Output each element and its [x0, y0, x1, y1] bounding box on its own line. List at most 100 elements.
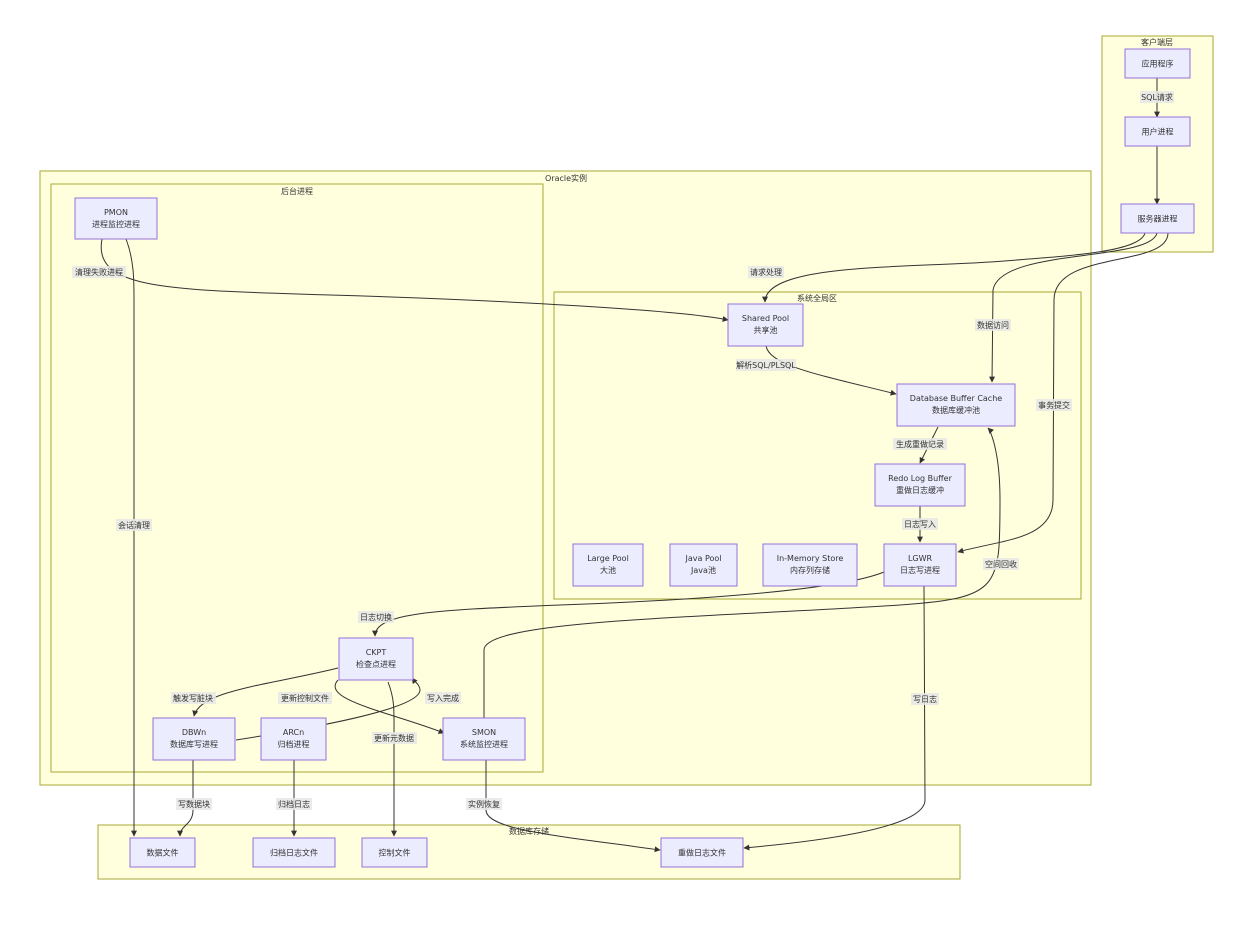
node-archive-log-file[interactable]: 归档日志文件 [252, 837, 336, 868]
edge-lgwr-redofile [743, 585, 926, 851]
label-text: 大池 [600, 565, 616, 575]
node-app[interactable]: 应用程序 [1124, 48, 1191, 79]
edge-label-write-block: 写数据块 [176, 798, 212, 810]
label-text: 日志写进程 [900, 565, 940, 575]
edge-label-clean-failed: 清理失败进程 [72, 266, 126, 278]
label-text: 数据库缓冲池 [932, 405, 980, 415]
node-datafile[interactable]: 数据文件 [129, 837, 196, 868]
node-shared-pool[interactable]: Shared Pool 共享池 [727, 303, 804, 347]
label-text: 写数据块 [178, 799, 210, 809]
edge-label-write-done: 写入完成 [425, 692, 461, 704]
node-redo-log-buffer[interactable]: Redo Log Buffer 重做日志缓冲 [874, 463, 966, 507]
edge-ckpt-dbwn [192, 667, 339, 717]
label-text: 触发写脏块 [173, 693, 213, 703]
label-text: 服务器进程 [1138, 214, 1178, 224]
edge-label-parse: 解析SQL/PLSQL [736, 359, 796, 371]
label-text: Shared Pool [742, 314, 789, 323]
edge-ckpt-smon [334, 679, 445, 734]
edge-smon-dbbuffer [483, 427, 1001, 718]
label-text: 空间回收 [985, 559, 1017, 569]
node-ckpt[interactable]: CKPT 检查点进程 [338, 637, 414, 681]
label-text: 内存列存储 [790, 565, 830, 575]
label-text: 重做日志文件 [678, 848, 726, 858]
cluster-client-label: 客户端层 [1141, 37, 1173, 47]
label-text: 归档日志文件 [270, 848, 318, 858]
edge-sharedpool-dbbuffer [765, 345, 897, 396]
label-text: 用户进程 [1142, 127, 1174, 137]
label-text: 事务提交 [1038, 400, 1070, 410]
cluster-background-label: 后台进程 [281, 186, 313, 196]
edge-label-recovery: 实例恢复 [466, 798, 502, 810]
label-text: Redo Log Buffer [888, 474, 952, 483]
edge-dbwn-datafile [177, 760, 194, 837]
label-text: 写日志 [913, 694, 937, 704]
label-text: 归档进程 [278, 739, 310, 749]
node-db-buffer-cache[interactable]: Database Buffer Cache 数据库缓冲池 [896, 383, 1016, 427]
label-text: 数据访问 [977, 320, 1009, 330]
node-pmon[interactable]: PMON 进程监控进程 [74, 197, 158, 240]
label-text: 应用程序 [1142, 59, 1174, 69]
cluster-sga-label: 系统全局区 [797, 293, 837, 303]
label-text: 清理失败进程 [75, 267, 123, 277]
cluster-storage: 数据库存储 [97, 824, 961, 880]
node-redo-log-file[interactable]: 重做日志文件 [660, 837, 744, 868]
label-text: 控制文件 [379, 848, 411, 858]
edge-label-trigger-write: 触发写脏块 [171, 692, 216, 704]
label-text: 数据库写进程 [170, 739, 218, 749]
label-text: 更新元数据 [374, 733, 414, 743]
label-text: PMON [104, 208, 128, 217]
edge-label-commit: 事务提交 [1036, 399, 1072, 411]
node-user-process[interactable]: 用户进程 [1124, 116, 1191, 147]
label-text: Java池 [690, 565, 716, 575]
label-text: In-Memory Store [777, 554, 844, 563]
label-text: LGWR [908, 554, 933, 563]
edge-label-request-processing: 请求处理 [748, 266, 784, 278]
label-text: Java Pool [685, 554, 722, 563]
label-text: 实例恢复 [468, 799, 500, 809]
node-dbwn[interactable]: DBWn 数据库写进程 [152, 717, 236, 761]
label-text: 更新控制文件 [281, 693, 329, 703]
node-server-process[interactable]: 服务器进程 [1120, 203, 1195, 234]
edge-label-data-access: 数据访问 [975, 319, 1011, 331]
edge-label-update-ctrl: 更新控制文件 [278, 692, 332, 704]
node-in-memory-store[interactable]: In-Memory Store 内存列存储 [762, 543, 858, 587]
edge-label-log-switch: 日志切换 [358, 611, 394, 623]
label-text: Database Buffer Cache [910, 394, 1002, 403]
label-text: CKPT [366, 648, 387, 657]
edge-server-lgwr [957, 232, 1169, 554]
edge-label-gen-redo: 生成重做记录 [893, 438, 947, 450]
label-text: SMON [472, 728, 496, 737]
label-text: 共享池 [754, 325, 778, 335]
edge-label-log-write: 日志写入 [902, 518, 938, 530]
label-text: 系统监控进程 [460, 739, 508, 749]
label-text: 请求处理 [750, 267, 782, 277]
label-text: 重做日志缓冲 [896, 485, 944, 495]
label-text: 会话清理 [118, 520, 150, 530]
label-text: 数据文件 [147, 848, 179, 858]
node-large-pool[interactable]: Large Pool 大池 [572, 543, 644, 587]
edge-label-sql-request: SQL请求 [1140, 91, 1174, 103]
label-text: 检查点进程 [356, 659, 396, 669]
edge-label-archive-log: 归档日志 [276, 798, 312, 810]
node-smon[interactable]: SMON 系统监控进程 [442, 717, 526, 761]
node-lgwr[interactable]: LGWR 日志写进程 [883, 543, 957, 587]
label-text: DBWn [182, 728, 206, 737]
edge-label-space-reclaim: 空间回收 [983, 558, 1019, 570]
label-text: Large Pool [587, 554, 629, 563]
label-text: 生成重做记录 [896, 439, 944, 449]
label-text: 归档日志 [278, 799, 310, 809]
label-text: 进程监控进程 [92, 219, 140, 229]
cluster-instance-label: Oracle实例 [545, 173, 587, 183]
label-text: 解析SQL/PLSQL [736, 360, 796, 370]
node-control-file[interactable]: 控制文件 [361, 837, 428, 868]
edge-pmon-datafile [125, 238, 137, 837]
label-text: SQL请求 [1141, 92, 1173, 102]
edge-label-session-cleanup: 会话清理 [116, 519, 152, 531]
label-text: 写入完成 [427, 693, 459, 703]
edge-label-write-log: 写日志 [911, 693, 939, 705]
label-text: 日志写入 [904, 519, 936, 529]
cluster-background-processes: 后台进程 [50, 183, 544, 773]
edge-smon-redofile [485, 760, 661, 853]
